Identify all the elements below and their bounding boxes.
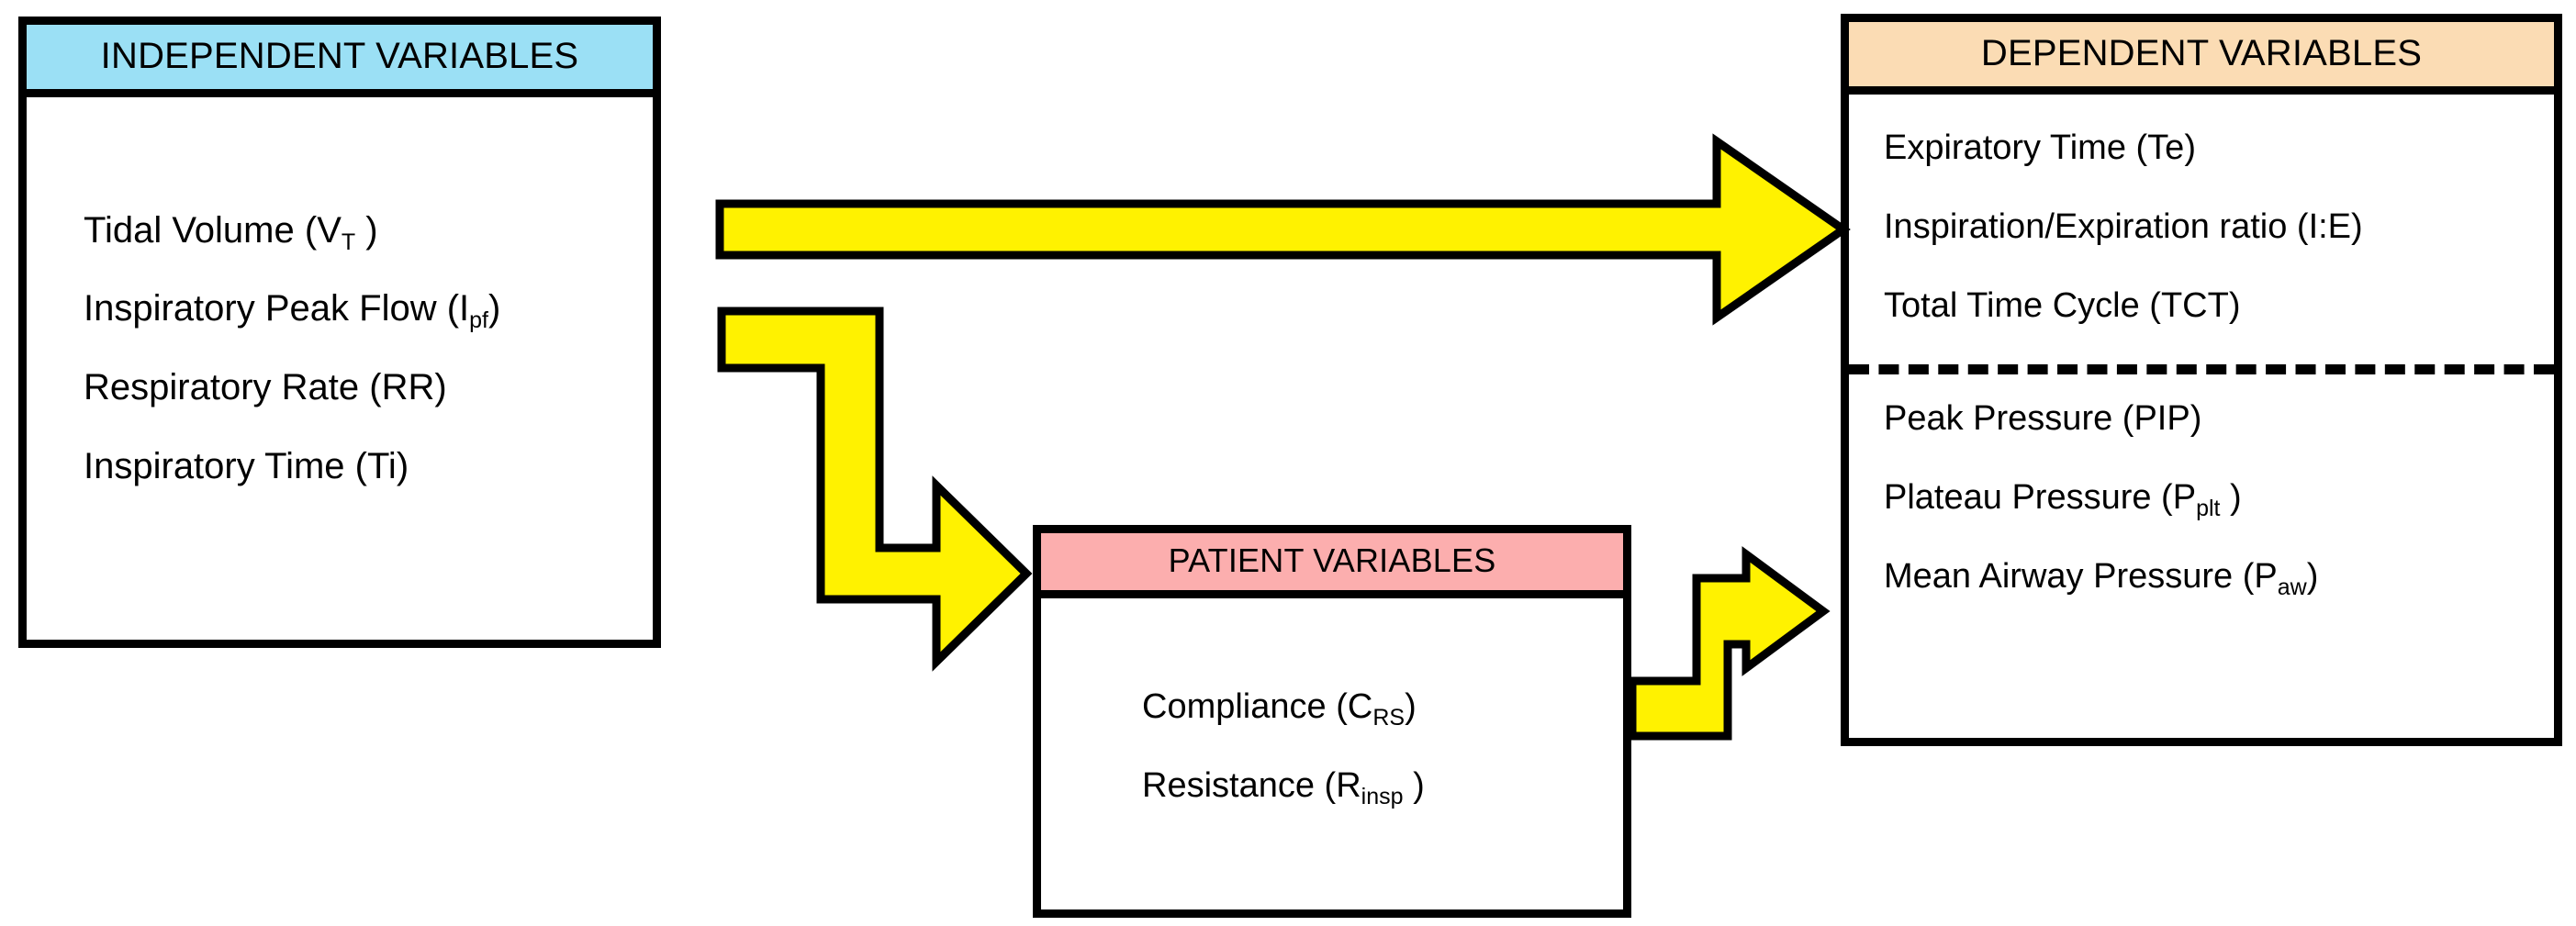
list-item: Tidal Volume (VT ) [84,210,378,255]
list-item: Compliance (CRS) [1142,687,1417,731]
list-item: Respiratory Rate (RR) [84,367,447,407]
patient-variables-box: PATIENT VARIABLES Compliance (CRS) Resis… [1033,525,1631,918]
list-item: Plateau Pressure (Pplt ) [1884,478,2242,521]
list-item: Total Time Cycle (TCT) [1884,286,2241,325]
independent-variables-box: INDEPENDENT VARIABLES Tidal Volume (VT )… [18,17,661,648]
list-item: Peak Pressure (PIP) [1884,399,2202,438]
list-item: Inspiration/Expiration ratio (I:E) [1884,207,2363,246]
list-item: Resistance (Rinsp ) [1142,766,1425,809]
section-divider [1849,364,2554,374]
arrow-patient-to-dependent-icon [1628,546,1831,741]
list-item: Mean Airway Pressure (Paw) [1884,557,2319,600]
dependent-variables-box: DEPENDENT VARIABLES Expiratory Time (Te)… [1841,14,2562,746]
list-item: Inspiratory Time (Ti) [84,446,409,486]
arrow-independent-to-patient-icon [717,307,1033,672]
arrow-independent-to-dependent-icon [715,133,1851,326]
independent-variables-header: INDEPENDENT VARIABLES [27,25,653,97]
dependent-variables-header: DEPENDENT VARIABLES [1849,22,2554,95]
patient-variables-header: PATIENT VARIABLES [1041,533,1623,598]
list-item: Expiratory Time (Te) [1884,128,2196,167]
list-item: Inspiratory Peak Flow (Ipf) [84,288,501,333]
